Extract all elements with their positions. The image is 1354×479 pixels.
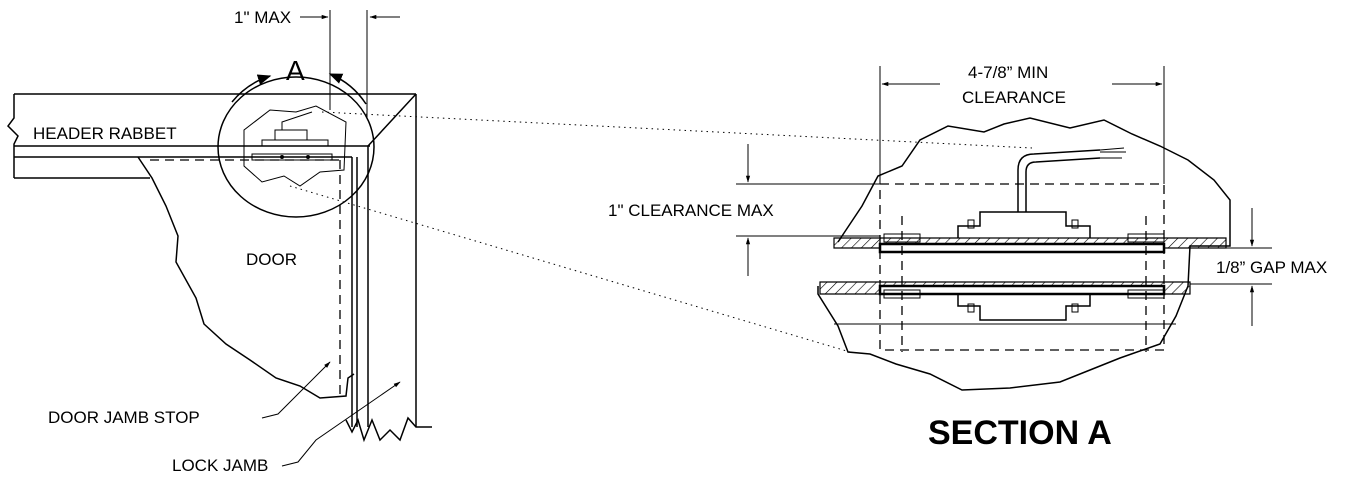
door-label: DOOR (246, 250, 297, 269)
detail-magnet-lower (251, 153, 333, 161)
detail-magnet-upper (261, 139, 329, 147)
lock-jamb-leader (281, 381, 401, 467)
upper-magnet-plate (878, 242, 1166, 254)
section-a-title: SECTION A (928, 414, 1112, 452)
one-inch-max-dimension: 1" MAX (234, 8, 400, 118)
gap-max-label: 1/8” GAP MAX (1216, 258, 1327, 277)
clearance-max-label: 1" CLEARANCE MAX (608, 201, 774, 220)
lower-armature-housing (957, 294, 1091, 321)
one-inch-max-label: 1" MAX (234, 8, 291, 27)
door-jamb-stop-label: DOOR JAMB STOP (48, 408, 200, 427)
lock-jamb-label: LOCK JAMB (172, 456, 268, 475)
detail-breakout (243, 105, 347, 187)
detail-a-letter: A (286, 55, 305, 86)
upper-magnet-housing (957, 211, 1091, 238)
section-a-detail (817, 117, 1231, 391)
door-jamb-stop-leader (261, 361, 331, 419)
header-break-line (7, 94, 19, 178)
clearance-box (879, 183, 1165, 351)
jamb-break-line (345, 416, 432, 443)
projection-line-upper (321, 111, 1033, 149)
door-frame-elevation (7, 93, 432, 443)
min-clearance-line2: CLEARANCE (962, 88, 1066, 107)
section-break-outline (817, 117, 1231, 391)
min-clearance-dimension: 4-7/8” MIN CLEARANCE (879, 63, 1165, 184)
projection-line-lower (289, 185, 851, 353)
min-clearance-line1: 4-7/8” MIN (968, 63, 1048, 82)
clearance-max-dimension: 1" CLEARANCE MAX (608, 144, 880, 276)
detail-a-callout: A (217, 55, 375, 218)
header-rabbet-label: HEADER RABBET (33, 124, 177, 143)
magnet-cable (1017, 149, 1101, 212)
gap-max-dimension: 1/8” GAP MAX (1190, 208, 1327, 326)
door-break-outline (137, 156, 355, 399)
detail-circle (217, 76, 375, 218)
lower-armature-plate (878, 284, 1166, 296)
frame-miter (367, 93, 417, 147)
